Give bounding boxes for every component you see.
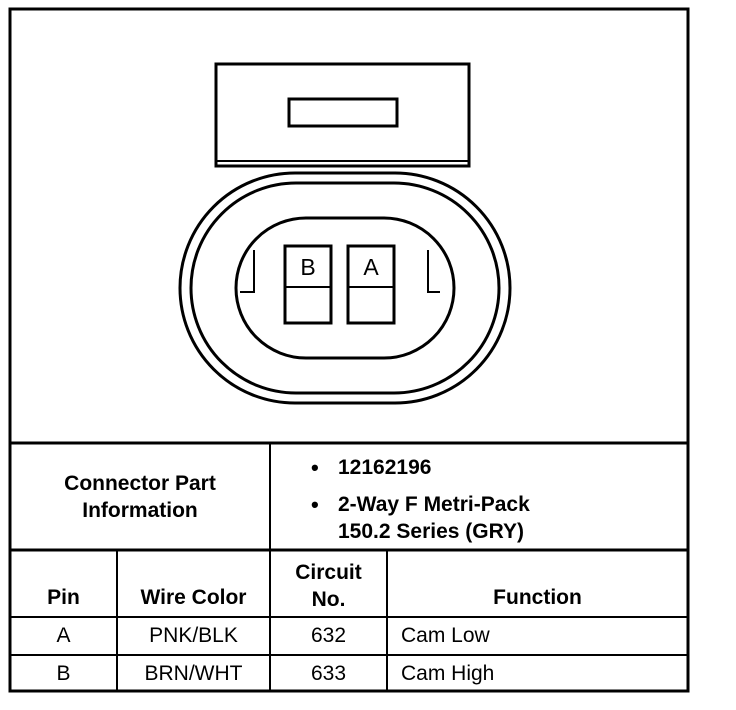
header-circuit-no: Circuit No. [270, 559, 387, 613]
connector-body-outline [178, 171, 512, 405]
row-b-wire-color: BRN/WHT [144, 662, 243, 685]
terminal-cavity-a [346, 244, 396, 325]
row-b-circuit: 633 [310, 662, 347, 685]
part-description-line2: 150.2 Series (GRY) [338, 520, 524, 543]
connector-side-keys [240, 250, 440, 293]
part-number: 12162196 [338, 456, 432, 479]
row-a-pin: A [56, 624, 71, 647]
cavity-label-b: B [300, 254, 316, 280]
part-info-label: Connector Part Information [10, 470, 270, 524]
part-description-line1: 2-Way F Metri-Pack [338, 493, 530, 516]
row-a-function: Cam Low [401, 624, 490, 647]
row-a-circuit: 632 [310, 624, 347, 647]
row-b-function: Cam High [401, 662, 495, 685]
header-pin: Pin [47, 586, 80, 609]
bullet-part-number: • [311, 455, 319, 480]
cavity-label-a: A [363, 254, 379, 280]
outer-frame [8, 7, 690, 693]
terminal-cavity-b [283, 244, 333, 325]
part-info-label-line2: Information [82, 499, 198, 522]
part-info-table-grid [10, 441, 688, 691]
header-circuit-line2: No. [311, 588, 346, 611]
bullet-description: • [311, 492, 319, 517]
connector-latch-housing [214, 62, 471, 168]
row-b-pin: B [56, 662, 71, 685]
row-a-wire-color: PNK/BLK [149, 624, 238, 647]
header-wire-color: Wire Color [140, 586, 247, 609]
header-circuit-line1: Circuit [295, 561, 362, 584]
header-function: Function [493, 586, 582, 609]
part-info-label-line1: Connector Part [64, 472, 216, 495]
